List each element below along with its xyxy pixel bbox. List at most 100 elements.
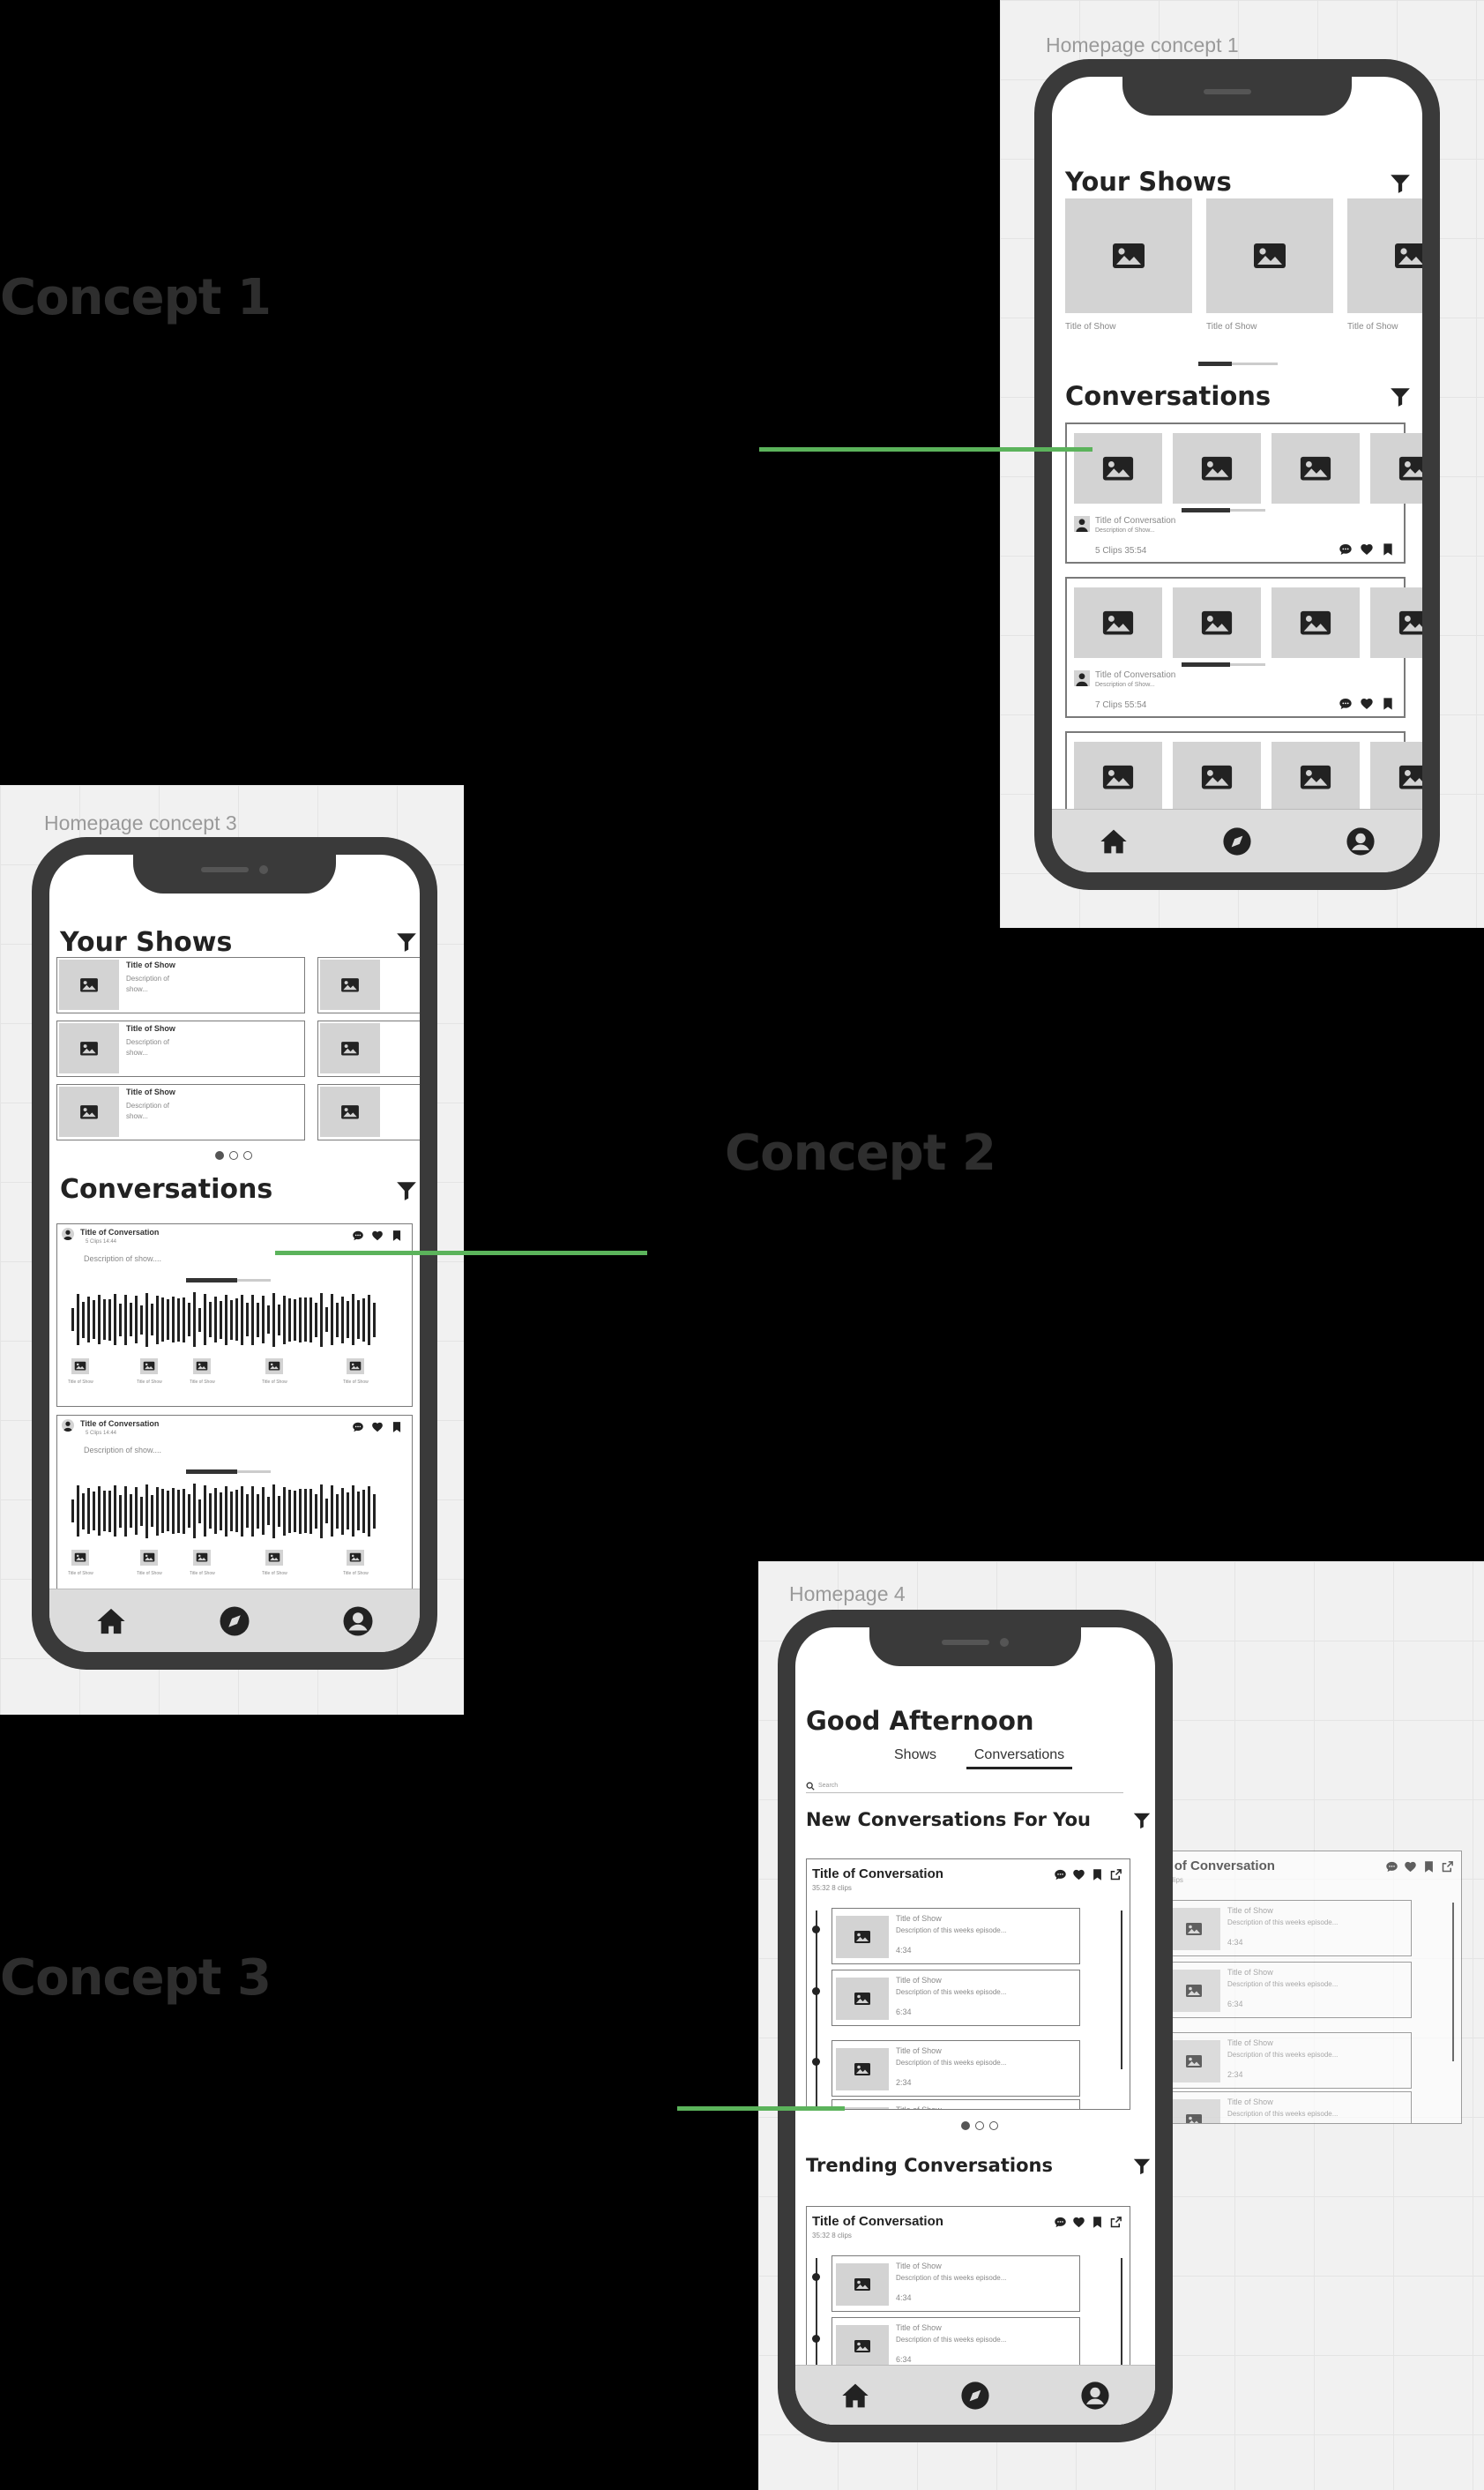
clip-thumbnail[interactable] <box>1271 742 1360 812</box>
clip-thumbnail[interactable] <box>71 1550 89 1566</box>
episode-item[interactable]: Title of Show Description of this weeks … <box>831 2040 1080 2097</box>
show-thumbnail[interactable] <box>1206 198 1333 313</box>
clip-thumbnail[interactable] <box>193 1358 211 1374</box>
clip-thumbnail[interactable] <box>140 1358 158 1374</box>
share-icon[interactable] <box>1441 1860 1454 1873</box>
comment-icon[interactable] <box>1339 542 1353 557</box>
profile-icon[interactable] <box>1075 2375 1115 2416</box>
shows-scrollbar[interactable] <box>1198 362 1278 366</box>
scrollbar[interactable] <box>1121 1910 1122 2069</box>
comment-icon[interactable] <box>1054 1868 1067 1881</box>
clip-thumbnail[interactable] <box>265 1550 283 1566</box>
profile-icon[interactable] <box>338 1601 378 1641</box>
audio-waveform[interactable] <box>71 1291 376 1348</box>
search-bar[interactable]: Search <box>806 1779 1123 1793</box>
filter-icon[interactable] <box>1132 1811 1152 1835</box>
comment-icon[interactable] <box>1054 2216 1067 2229</box>
clips-scrollbar[interactable] <box>1182 662 1265 667</box>
clips-scrollbar[interactable] <box>186 1278 271 1282</box>
clip-thumbnail[interactable] <box>1370 587 1422 658</box>
audio-waveform[interactable] <box>71 1483 376 1539</box>
clip-thumbnail[interactable] <box>1074 587 1162 658</box>
bookmark-icon[interactable] <box>1091 2216 1104 2229</box>
bookmark-icon[interactable] <box>1381 542 1395 557</box>
compass-icon[interactable] <box>214 1601 255 1641</box>
scrollbar[interactable] <box>1121 2258 1122 2417</box>
heart-icon[interactable] <box>1360 697 1374 711</box>
compass-icon[interactable] <box>1217 821 1257 862</box>
bookmark-icon[interactable] <box>391 1230 403 1242</box>
heart-icon[interactable] <box>1072 1868 1085 1881</box>
episode-item[interactable]: Title of Show Description of this weeks … <box>1163 1900 1412 1956</box>
episode-item[interactable]: Title of Show Description of this weeks … <box>1163 1962 1412 2018</box>
episode-item[interactable]: Title of Show Description of this weeks … <box>1163 2032 1412 2089</box>
scrollbar[interactable] <box>1452 1903 1454 2061</box>
clip-thumbnail[interactable] <box>347 1550 364 1566</box>
filter-icon[interactable] <box>1389 385 1412 413</box>
episode-item[interactable]: Title of Show Description of this weeks … <box>1163 2091 1412 2123</box>
heart-icon[interactable] <box>1404 1860 1417 1873</box>
comment-icon[interactable] <box>1339 697 1353 711</box>
page-dots[interactable] <box>961 2121 998 2130</box>
home-icon[interactable] <box>91 1601 131 1641</box>
clip-thumbnail[interactable] <box>1271 433 1360 504</box>
tab-conversations[interactable]: Conversations <box>966 1742 1072 1769</box>
clips-scrollbar[interactable] <box>186 1469 271 1474</box>
clip-thumbnail[interactable] <box>1370 742 1422 812</box>
clip-thumbnail[interactable] <box>1271 587 1360 658</box>
clip-thumbnail[interactable] <box>1074 433 1162 504</box>
clip-thumbnail[interactable] <box>1173 742 1261 812</box>
bookmark-icon[interactable] <box>391 1421 403 1433</box>
clip-thumbnail[interactable] <box>71 1358 89 1374</box>
bookmark-icon[interactable] <box>1381 697 1395 711</box>
episode-item[interactable]: Title of Show Description of this weeks … <box>831 2255 1080 2312</box>
filter-icon[interactable] <box>1389 172 1412 199</box>
bookmark-icon[interactable] <box>1091 1868 1104 1881</box>
clip-thumbnail[interactable] <box>265 1358 283 1374</box>
clip-thumbnail[interactable] <box>1074 742 1162 812</box>
clips-scrollbar[interactable] <box>1182 508 1265 512</box>
filter-icon[interactable] <box>1132 2157 1152 2180</box>
bookmark-icon[interactable] <box>1422 1860 1436 1873</box>
clip-thumbnail[interactable] <box>1370 433 1422 504</box>
filter-icon[interactable] <box>395 931 418 958</box>
show-card[interactable] <box>317 957 420 1013</box>
clip-thumbnail[interactable] <box>140 1550 158 1566</box>
episode-item[interactable]: Title of Show Description of this weeks … <box>831 1908 1080 1964</box>
show-card[interactable]: Title of Show Description of show... <box>56 957 305 1013</box>
profile-icon[interactable] <box>1340 821 1381 862</box>
share-icon[interactable] <box>1109 1868 1122 1881</box>
comment-icon[interactable] <box>352 1421 364 1433</box>
show-thumbnail[interactable] <box>1065 198 1192 313</box>
home-icon[interactable] <box>835 2375 876 2416</box>
show-card[interactable] <box>317 1021 420 1077</box>
tab-shows[interactable]: Shows <box>894 1747 937 1762</box>
share-icon[interactable] <box>1109 2216 1122 2229</box>
clip-thumbnail[interactable] <box>193 1550 211 1566</box>
episode-item[interactable]: Title of Show Description of this weeks … <box>831 2317 1080 2374</box>
heart-icon[interactable] <box>371 1230 384 1242</box>
comment-icon[interactable] <box>352 1230 364 1242</box>
clip-thumbnail[interactable] <box>1173 433 1261 504</box>
episode-item[interactable]: Title of Show Description of this weeks … <box>831 2099 1080 2109</box>
show-card[interactable]: Title of Show Description of show... <box>56 1021 305 1077</box>
show-card[interactable] <box>317 1084 420 1140</box>
episode-item[interactable]: Title of Show Description of this weeks … <box>831 1970 1080 2026</box>
clip-thumbnail[interactable] <box>347 1358 364 1374</box>
heart-icon[interactable] <box>1072 2216 1085 2229</box>
filter-icon[interactable] <box>395 1179 418 1207</box>
home-icon[interactable] <box>1093 821 1134 862</box>
heart-icon[interactable] <box>371 1421 384 1433</box>
heart-icon[interactable] <box>1360 542 1374 557</box>
compass-icon[interactable] <box>955 2375 996 2416</box>
comment-icon[interactable] <box>1385 1860 1398 1873</box>
show-thumbnail[interactable] <box>1347 198 1422 313</box>
show-card[interactable]: Title of Show Description of show... <box>56 1084 305 1140</box>
page-dots[interactable] <box>215 1151 252 1160</box>
